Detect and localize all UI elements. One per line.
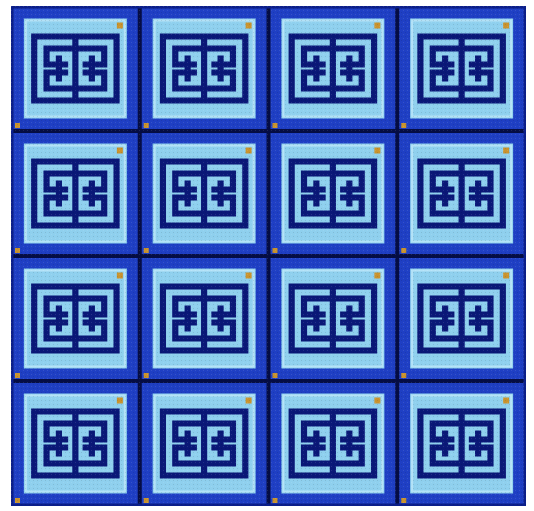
greek-key-mosaic xyxy=(11,6,526,506)
mosaic-grain-overlay xyxy=(11,6,526,506)
